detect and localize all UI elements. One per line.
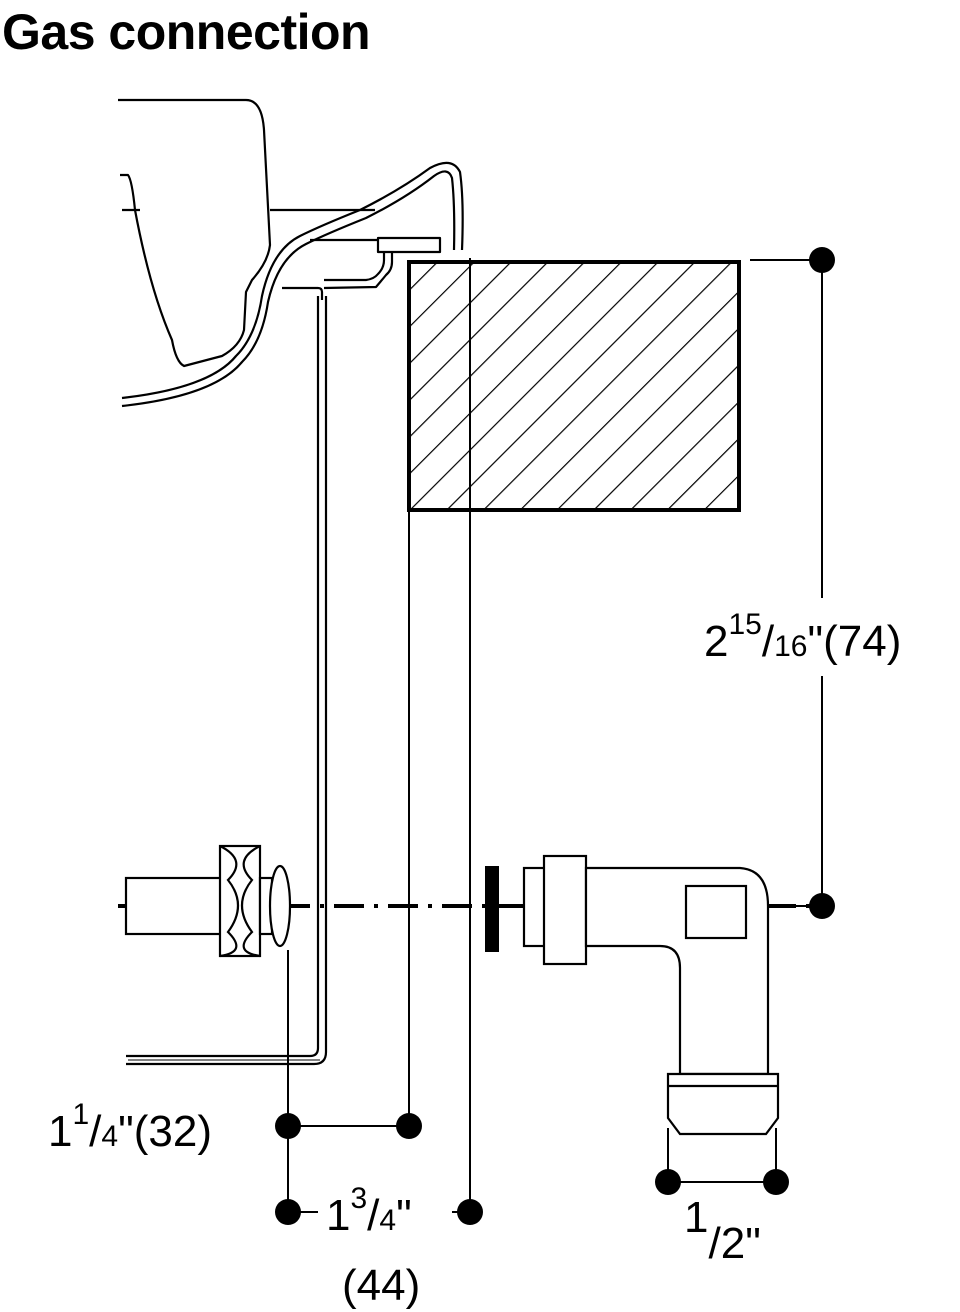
dimension-offset-left	[275, 950, 422, 1212]
dimension-thread-label: 1/2"	[684, 1193, 761, 1268]
cooktop-housing	[118, 98, 464, 408]
gasket	[485, 866, 499, 952]
dimension-height-right	[750, 247, 835, 919]
dimension-thread-size	[655, 1128, 789, 1195]
elbow-fitting	[522, 854, 780, 1136]
dimension-offset-center	[275, 1199, 483, 1225]
dimension-offset-center-label: 13/4"	[326, 1182, 412, 1240]
hatched-section	[407, 260, 741, 512]
dimension-offset-left-label: 11/4"(32)	[48, 1098, 212, 1156]
dimension-height-label: 215/16"(74)	[704, 608, 901, 666]
dimension-offset-center-metric: (44)	[342, 1261, 420, 1310]
page-title: Gas connection	[2, 4, 371, 60]
left-pipe-fitting	[124, 844, 292, 958]
